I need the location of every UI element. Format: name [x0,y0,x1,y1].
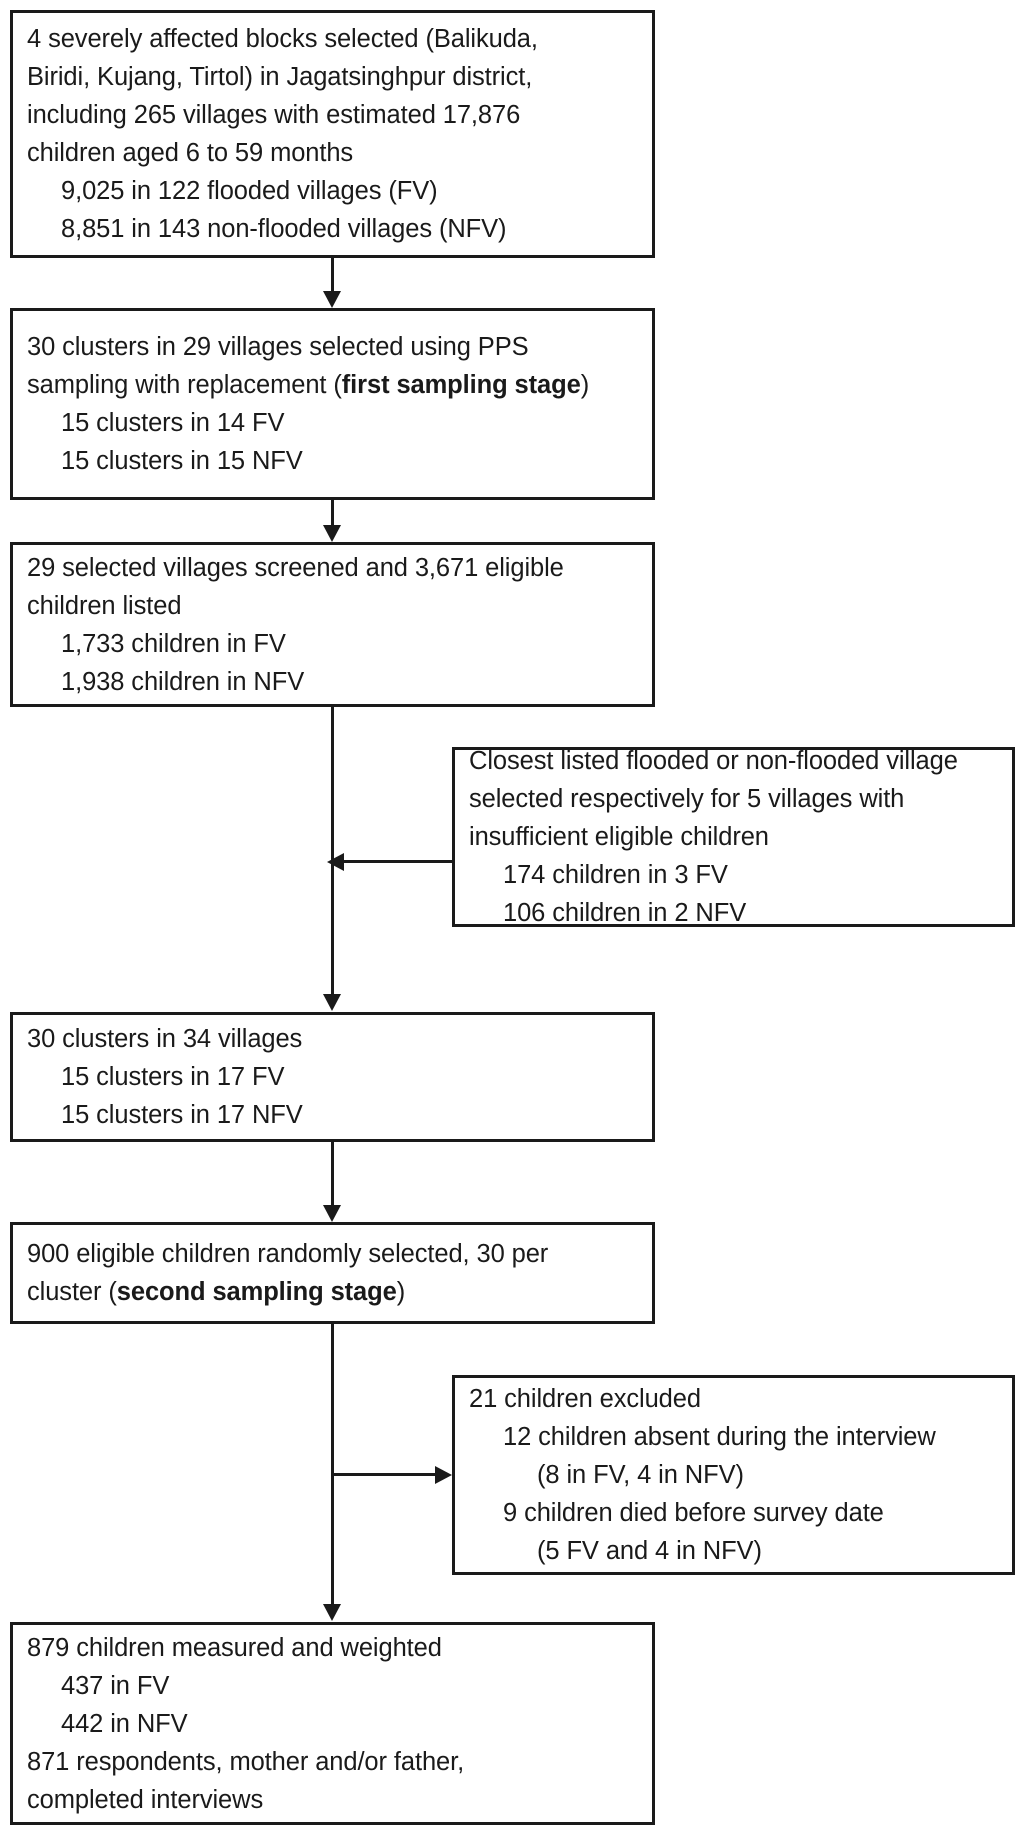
connector-clusters29-to-screened-line [331,500,334,526]
connector-clusters29-to-screened-arrow [323,525,341,542]
node-clusters29-line-3: 15 clusters in 14 FV [61,409,285,437]
node-selected900-line-1: 900 eligible children randomly selected,… [27,1240,549,1268]
node-children-measured: 879 children measured and weighted 437 i… [10,1622,655,1825]
node-clusters-34-villages: 30 clusters in 34 villages 15 clusters i… [10,1012,655,1142]
node-final-line-4: 871 respondents, mother and/or father, [27,1747,465,1776]
node-blocks-line-2: Biridi, Kujang, Tirtol) in Jagatsinghpur… [27,63,533,91]
node-final-line-1: 879 children measured and weighted [27,1633,442,1662]
connector-screened-to-clusters34-arrow [323,994,341,1011]
node-final-line-3: 442 in NFV [61,1709,188,1738]
node-excluded-line-5: (5 FV and 4 in NFV) [537,1537,762,1565]
node-selected900-line-2-suffix: ) [396,1278,406,1306]
node-clusters29-line-2: sampling with replacement (first samplin… [27,366,638,404]
node-children-excluded: 21 children excluded 12 children absent … [452,1375,1015,1575]
node-clusters29-line-2-suffix: ) [580,371,590,399]
node-blocks-line-6: 8,851 in 143 non-flooded villages (NFV) [61,215,507,243]
node-selected900-text: 900 eligible children randomly selected,… [13,1235,652,1311]
node-clusters-29-villages: 30 clusters in 29 villages selected usin… [10,308,655,500]
node-replacement-villages: Closest listed flooded or non-flooded vi… [452,747,1015,927]
node-clusters34-line-2: 15 clusters in 17 FV [61,1063,285,1091]
node-blocks-text: 4 severely affected blocks selected (Bal… [13,20,652,248]
connector-selected900-to-final-line [331,1324,334,1605]
node-excluded-text: 21 children excluded 12 children absent … [455,1380,1012,1570]
node-replacement-line-4: 174 children in 3 FV [503,861,728,889]
node-excluded-line-1: 21 children excluded [469,1385,701,1413]
node-clusters29-line-2-prefix: sampling with replacement ( [27,371,342,399]
node-clusters34-line-1: 30 clusters in 34 villages [27,1025,303,1053]
connector-clusters34-to-selected900-arrow [323,1205,341,1222]
node-screened-line-1: 29 selected villages screened and 3,671 … [27,553,564,582]
node-clusters29-line-1: 30 clusters in 29 villages selected usin… [27,333,529,361]
node-replacement-text: Closest listed flooded or non-flooded vi… [455,742,1012,932]
node-replacement-line-1: Closest listed flooded or non-flooded vi… [469,747,958,775]
node-final-text: 879 children measured and weighted 437 i… [13,1629,652,1819]
node-screened-line-3: 1,733 children in FV [61,629,286,658]
node-excluded-line-2: 12 children absent during the interview [503,1423,936,1451]
node-blocks-line-5: 9,025 in 122 flooded villages (FV) [61,177,438,205]
node-selected900-line-2: cluster (second sampling stage) [27,1273,638,1311]
node-blocks-line-3: including 265 villages with estimated 17… [27,101,521,129]
node-villages-screened: 29 selected villages screened and 3,671 … [10,542,655,707]
connector-selected900-to-final-arrow [323,1604,341,1621]
node-replacement-line-5: 106 children in 2 NFV [503,899,747,927]
connector-blocks-to-clusters29-arrow [323,291,341,308]
node-replacement-line-2: selected respectively for 5 villages wit… [469,785,905,813]
connector-screened-to-clusters34-line [331,707,334,995]
node-screened-line-2: children listed [27,591,182,620]
node-selected900-line-2-prefix: cluster ( [27,1278,117,1306]
node-clusters34-text: 30 clusters in 34 villages 15 clusters i… [13,1020,652,1134]
node-clusters34-line-3: 15 clusters in 17 NFV [61,1101,303,1129]
node-900-children-selected: 900 eligible children randomly selected,… [10,1222,655,1324]
connector-replacement-to-trunk-line [343,860,454,863]
node-final-line-2: 437 in FV [61,1671,170,1700]
connector-replacement-to-trunk-arrow [327,853,344,871]
node-screened-line-4: 1,938 children in NFV [61,667,305,696]
node-clusters29-line-4: 15 clusters in 15 NFV [61,447,303,475]
node-blocks-line-4: children aged 6 to 59 months [27,139,354,167]
node-clusters29-line-2-bold: first sampling stage [341,371,581,399]
connector-trunk-to-excluded-arrow [435,1466,452,1484]
connector-clusters34-to-selected900-line [331,1142,334,1206]
node-excluded-line-4: 9 children died before survey date [503,1499,884,1527]
node-blocks-line-1: 4 severely affected blocks selected (Bal… [27,25,538,53]
node-blocks-selected: 4 severely affected blocks selected (Bal… [10,10,655,258]
connector-trunk-to-excluded-line [334,1473,436,1476]
node-final-line-5: completed interviews [27,1785,264,1814]
connector-blocks-to-clusters29-line [331,258,334,292]
node-clusters29-text: 30 clusters in 29 villages selected usin… [13,328,652,480]
node-replacement-line-3: insufficient eligible children [469,823,769,851]
node-selected900-line-2-bold: second sampling stage [116,1278,397,1306]
node-excluded-line-3: (8 in FV, 4 in NFV) [537,1461,744,1489]
node-screened-text: 29 selected villages screened and 3,671 … [13,549,652,701]
